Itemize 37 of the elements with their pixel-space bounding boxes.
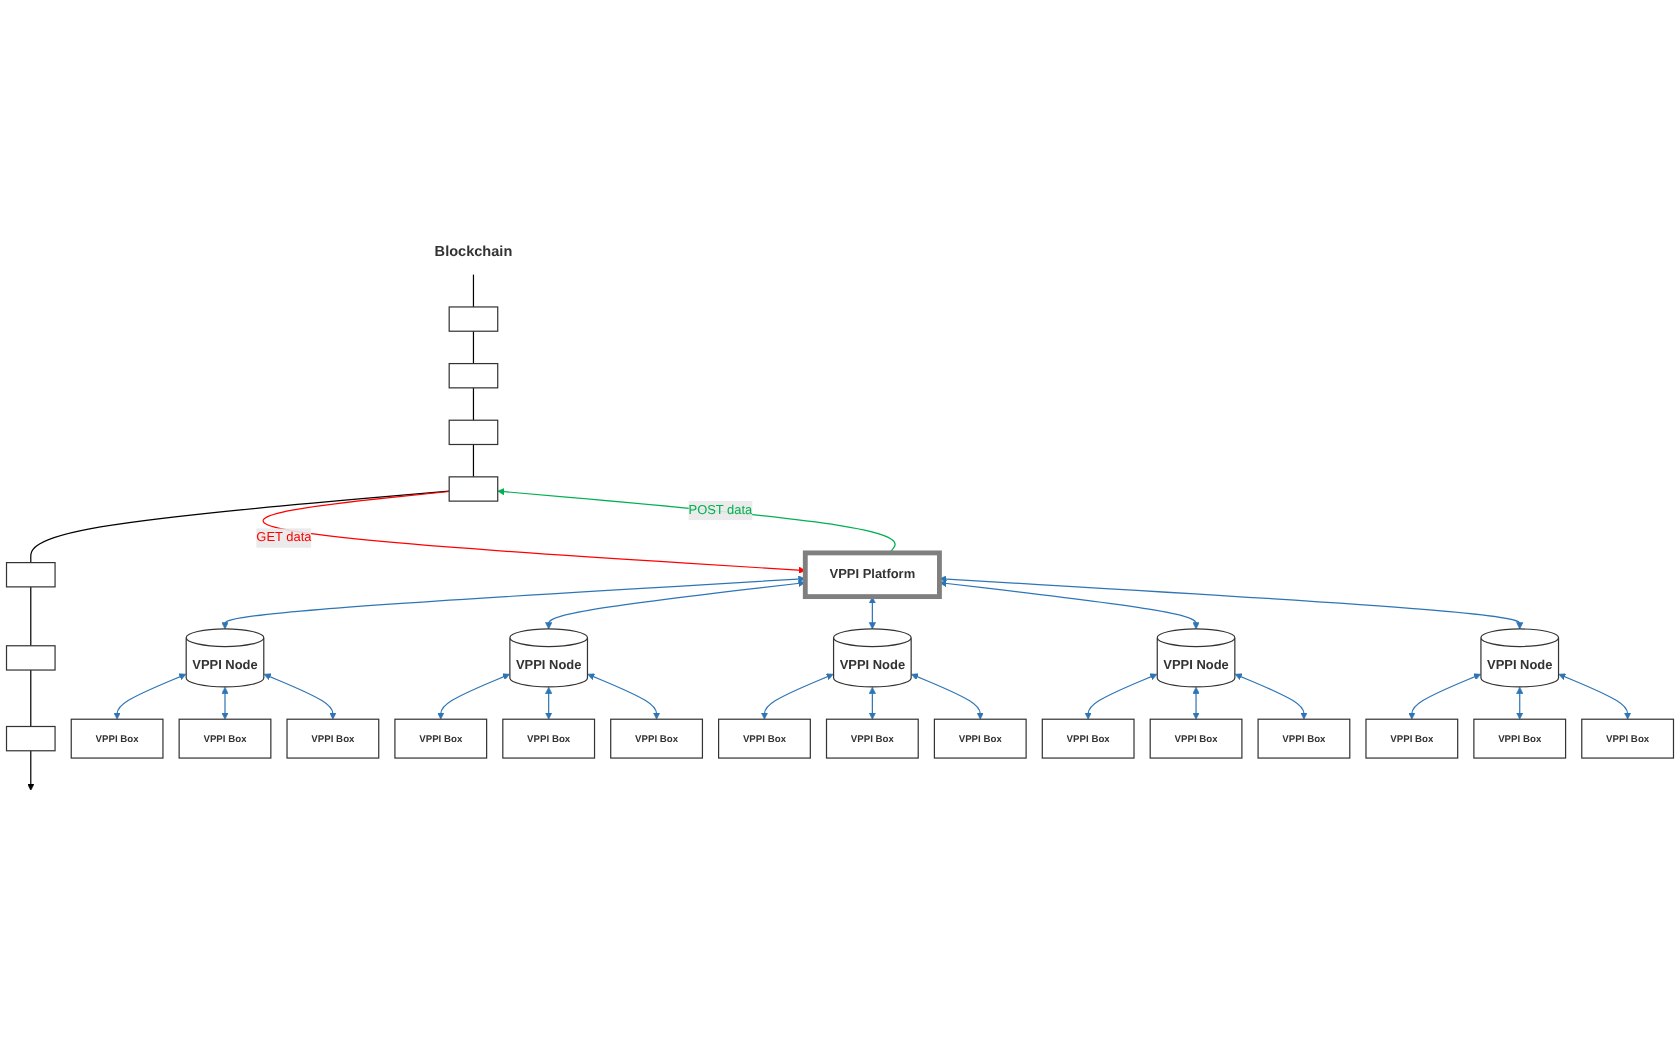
connector [472,273,475,307]
arrow [263,672,337,719]
arrow [1084,672,1158,719]
arrow [221,686,229,719]
arrow [587,672,661,719]
connector [30,585,32,646]
arrow [497,487,896,553]
arrow [545,579,806,629]
node-box [448,362,499,388]
node-box [448,475,499,502]
connector [30,489,450,563]
node-box [448,419,499,445]
arrow [939,574,1524,629]
arrow [437,672,510,719]
connector [472,330,475,364]
connector [472,386,475,421]
connector [30,668,32,727]
arrow [868,596,876,629]
arrow [1558,672,1632,719]
node-box [5,725,56,751]
arrow [113,672,187,719]
arrow [1408,672,1481,719]
arrow [27,749,35,791]
arrow [911,672,984,719]
arrow [1234,672,1308,719]
arrow [262,490,806,574]
arrow [939,579,1200,629]
arrow [221,574,806,629]
arrow [1516,686,1524,719]
arrow [1192,686,1200,719]
node-box [5,644,56,671]
node-box [5,561,56,587]
node-box [448,305,499,332]
arrow [868,686,876,719]
connector [472,443,475,477]
arrow [760,672,834,719]
arrow [545,686,553,719]
